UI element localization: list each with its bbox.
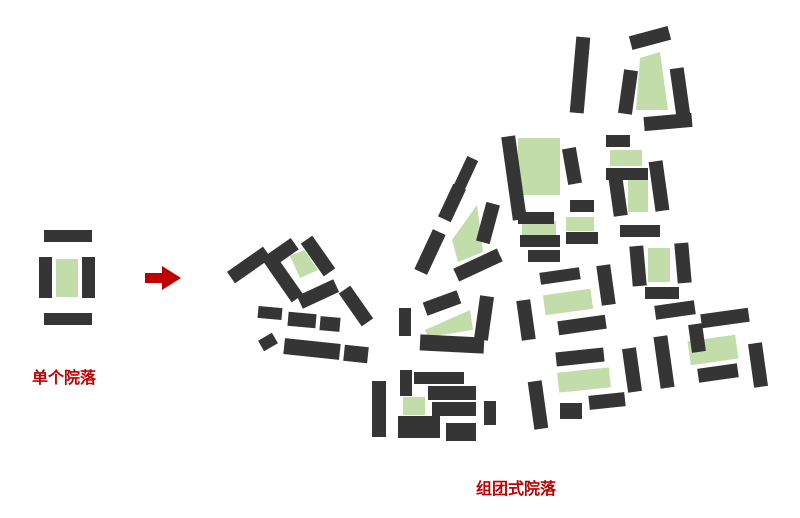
building-block	[645, 287, 679, 299]
building-block	[674, 242, 692, 284]
building-block	[399, 308, 411, 336]
building-block	[620, 225, 660, 237]
building-block	[474, 295, 494, 341]
building-block	[643, 112, 693, 132]
arrow-icon	[145, 266, 181, 290]
building-block	[268, 261, 304, 303]
building-block	[428, 386, 476, 400]
courtyard-green	[628, 172, 648, 212]
building-block	[484, 401, 496, 425]
building-block	[527, 380, 549, 430]
building-block	[629, 245, 647, 287]
building-block	[557, 314, 607, 336]
building-block	[258, 332, 278, 352]
courtyard-green	[636, 52, 668, 110]
building-block	[528, 250, 560, 262]
courtyard-green	[557, 367, 611, 393]
building-block	[453, 248, 503, 282]
courtyard-green	[290, 250, 318, 278]
building-block	[226, 246, 272, 284]
building-block	[608, 175, 628, 217]
building-block	[372, 381, 386, 437]
building-block	[588, 392, 626, 410]
building-block	[628, 26, 672, 50]
building-block	[296, 279, 340, 309]
building-block	[438, 183, 466, 223]
cluster-courtyard-label: 组团式院落	[476, 479, 557, 498]
building-block	[446, 423, 476, 441]
building-block	[501, 135, 527, 221]
building-block	[261, 237, 299, 271]
cluster-courtyards	[226, 26, 768, 441]
building-block	[516, 299, 536, 341]
building-block	[343, 344, 369, 364]
courtyard-green	[566, 217, 594, 231]
building-block	[700, 307, 750, 329]
building-block	[560, 403, 582, 419]
building-block	[400, 370, 412, 396]
building-block	[39, 257, 52, 298]
building-block	[283, 338, 341, 360]
building-block	[596, 264, 616, 306]
building-block	[414, 372, 464, 384]
building-block	[688, 323, 706, 353]
building-block	[518, 212, 554, 224]
building-block	[422, 290, 462, 316]
building-block	[44, 230, 92, 242]
single-courtyard-label: 单个院落	[32, 368, 97, 387]
building-block	[539, 267, 581, 285]
building-block	[257, 305, 283, 321]
building-block	[569, 36, 591, 114]
building-block	[453, 155, 479, 191]
building-block	[653, 335, 675, 389]
building-block	[476, 201, 500, 245]
building-block	[748, 342, 768, 388]
building-block	[648, 160, 670, 212]
building-block	[618, 69, 638, 115]
building-block	[319, 316, 341, 332]
building-block	[419, 334, 485, 354]
courtyard-green	[522, 221, 556, 235]
building-block	[697, 363, 739, 383]
building-block	[287, 311, 317, 329]
building-block	[338, 285, 374, 327]
building-block	[566, 232, 598, 244]
building-block	[398, 416, 440, 438]
building-block	[622, 347, 642, 393]
building-block	[432, 402, 476, 416]
building-block	[555, 347, 605, 367]
building-block	[606, 135, 630, 147]
courtyard-green	[403, 397, 425, 415]
courtyard-green	[56, 259, 78, 297]
courtyard-green	[425, 310, 473, 337]
building-block	[570, 200, 594, 212]
building-block	[561, 147, 583, 185]
building-block	[669, 67, 691, 117]
courtyard-green	[518, 138, 560, 195]
building-block	[300, 235, 336, 277]
single-courtyard	[39, 230, 95, 325]
building-block	[520, 235, 560, 247]
courtyard-green	[542, 288, 594, 316]
building-block	[654, 300, 696, 320]
courtyard-green	[452, 205, 483, 262]
building-block	[44, 313, 92, 325]
building-block	[414, 229, 446, 275]
building-block	[82, 257, 95, 298]
courtyard-green	[610, 150, 642, 166]
courtyard-green	[648, 248, 670, 282]
